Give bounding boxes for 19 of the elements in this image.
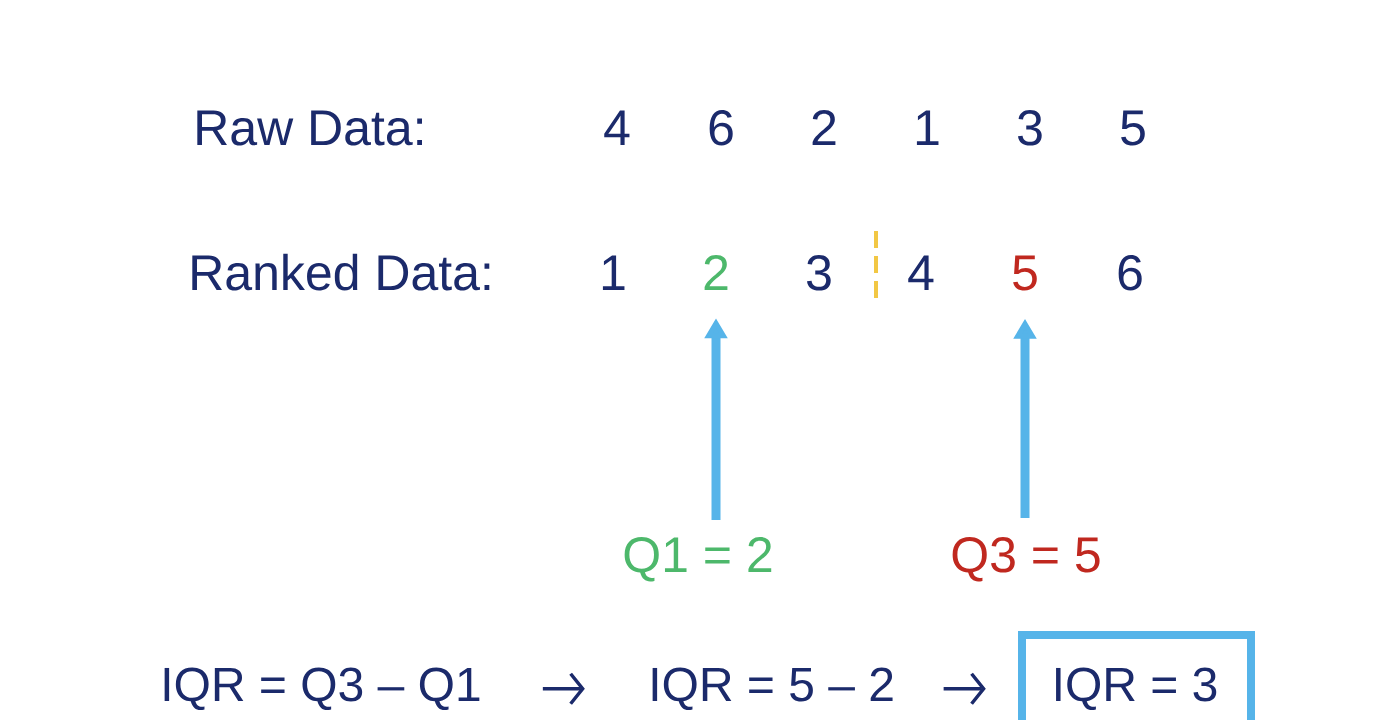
quartile-label: Q3 = 5: [952, 537, 1100, 582]
data-value: 2: [704, 255, 728, 290]
data-value: 6: [1118, 255, 1142, 291]
data-value: 6: [709, 110, 733, 146]
data-value: 4: [908, 255, 934, 290]
formula: IQR = 5 – 2: [652, 667, 893, 711]
row-label: Raw Data:: [197, 110, 422, 146]
data-value: 3: [807, 255, 831, 291]
data-value: 2: [812, 110, 836, 145]
data-value: 5: [1013, 255, 1037, 291]
data-value: 4: [604, 110, 630, 145]
data-value: 3: [1018, 110, 1042, 146]
data-value: 5: [1121, 110, 1145, 146]
row-label: Ranked Data:: [192, 253, 490, 291]
data-value: 1: [916, 110, 939, 145]
data-value: 1: [602, 255, 625, 290]
result-box: IQR = 3: [1018, 631, 1255, 720]
formula: IQR = Q3 – Q1: [164, 667, 480, 711]
quartile-label: Q1 = 2: [624, 537, 772, 582]
